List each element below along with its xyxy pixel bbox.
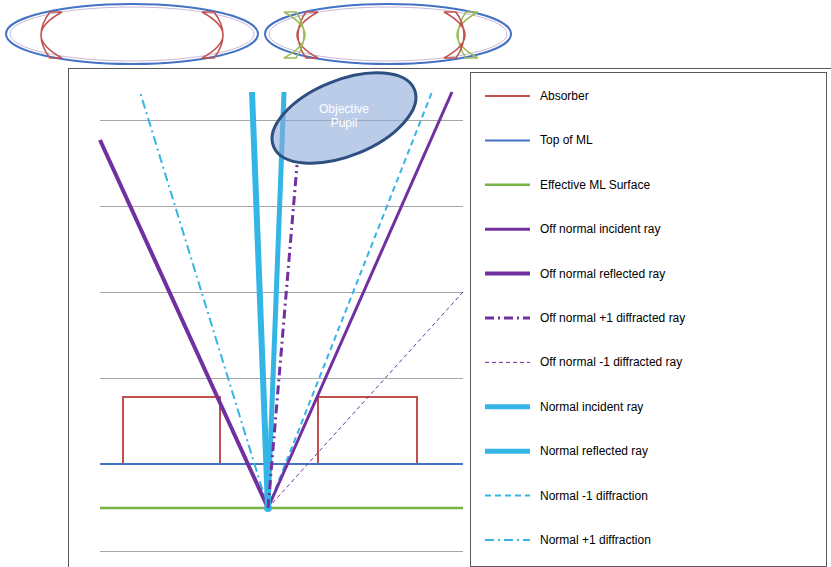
ellipse-inner <box>10 7 254 61</box>
normal-incident-ray <box>252 92 268 508</box>
legend-sample <box>485 139 530 141</box>
legend-sample <box>485 317 530 320</box>
legend-samples <box>485 96 530 540</box>
legend-sample <box>485 539 530 541</box>
legend-sample <box>485 228 530 231</box>
grid-line <box>100 551 463 552</box>
absorber-crescent <box>202 12 223 58</box>
absorber-crescent <box>444 12 465 58</box>
legend-label: Off normal -1 diffracted ray <box>540 355 682 369</box>
chart-frame <box>69 69 831 567</box>
legend-label: Effective ML Surface <box>540 178 650 192</box>
off-normal-minus1-ray <box>268 292 463 508</box>
legend-label: Absorber <box>540 89 589 103</box>
effective-ml-surface <box>100 507 463 510</box>
legend-label: Off normal reflected ray <box>540 267 665 281</box>
legend-label: Top of ML <box>540 133 593 147</box>
objective-pupil <box>259 54 428 181</box>
legend-sample <box>485 362 530 363</box>
legend-label: Off normal +1 diffracted ray <box>540 311 685 325</box>
absorber-crescent <box>41 12 62 58</box>
pupil-label-box: Objective Pupil <box>304 102 384 131</box>
legend-label: Off normal incident ray <box>540 222 661 236</box>
pupil-label: Objective Pupil <box>304 102 384 131</box>
grid-line <box>100 378 463 379</box>
legend-sample <box>485 449 530 454</box>
off-normal-plus1-ray <box>268 165 297 508</box>
legend-frame <box>471 73 827 567</box>
legend-sample <box>485 272 530 276</box>
off-normal-reflected-ray <box>100 140 268 508</box>
normal-plus1-ray <box>140 92 268 508</box>
legend-label: Normal -1 diffraction <box>540 489 648 503</box>
grid-line <box>100 292 463 293</box>
legend-sample <box>485 95 530 97</box>
legend-sample <box>485 184 530 187</box>
lens-sketch <box>6 4 511 64</box>
legend-label: Normal +1 diffraction <box>540 533 651 547</box>
legend-label: Normal reflected ray <box>540 444 648 458</box>
ellipse-outline <box>265 4 511 64</box>
legend-label: Normal incident ray <box>540 400 643 414</box>
legend-sample <box>485 404 530 409</box>
ml-crescent <box>284 12 305 58</box>
top-of-ml <box>100 463 463 465</box>
ellipse-outline <box>6 4 258 64</box>
legend-sample <box>485 495 530 497</box>
ellipse-inner <box>269 7 507 61</box>
